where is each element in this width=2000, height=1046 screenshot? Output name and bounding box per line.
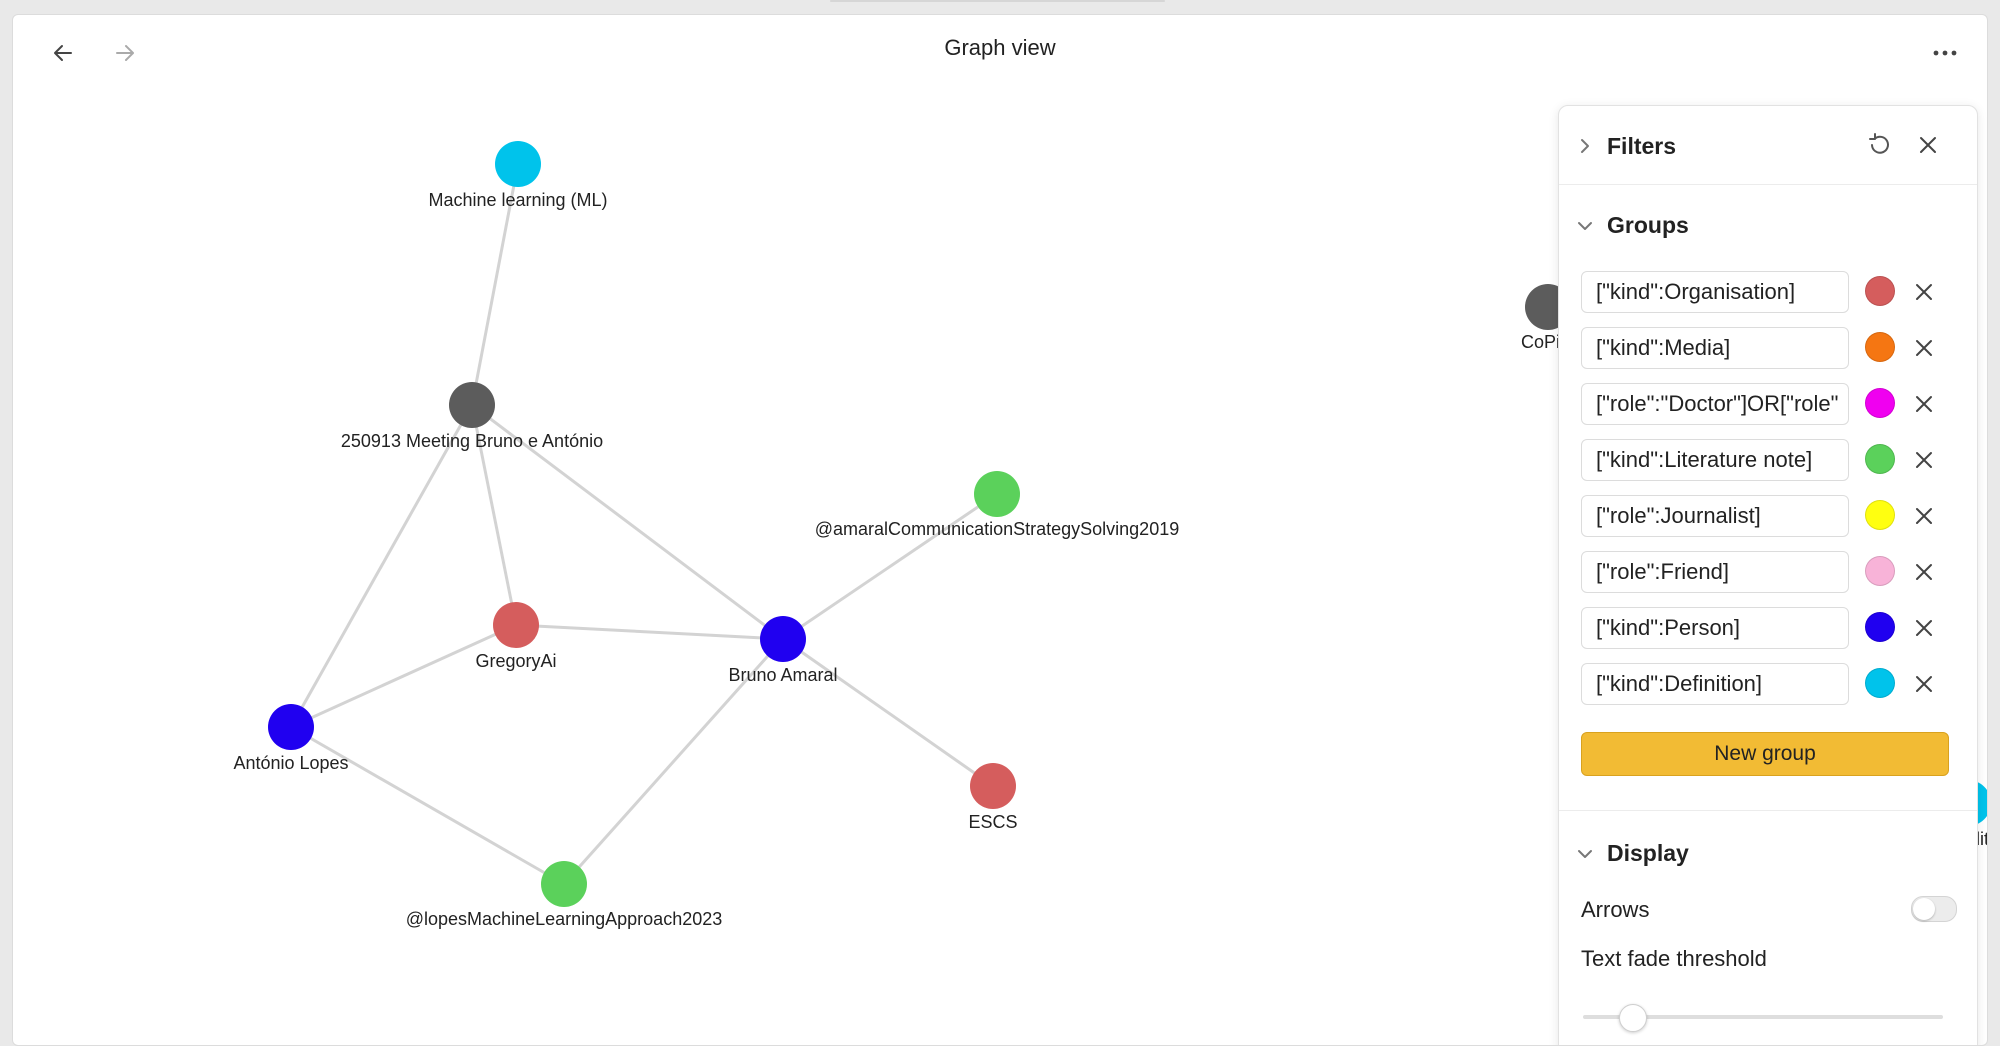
view-header: Graph view xyxy=(13,15,1987,85)
graph-edge xyxy=(290,623,517,729)
group-query-input[interactable]: ["kind":Organisation] xyxy=(1581,271,1849,313)
group-color-swatch[interactable] xyxy=(1865,500,1895,530)
close-filters-button[interactable] xyxy=(1911,128,1945,162)
text-fade-label: Text fade threshold xyxy=(1581,946,1767,971)
group-row: ["role":Journalist] xyxy=(1581,495,1957,539)
arrow-left-icon xyxy=(54,45,72,61)
chevron-down-icon[interactable] xyxy=(1575,216,1595,236)
graph-edge xyxy=(470,404,518,626)
graph-node-label: Bruno Amaral xyxy=(728,665,837,685)
group-query-input[interactable]: ["kind":Definition] xyxy=(1581,663,1849,705)
close-icon xyxy=(1916,340,1932,356)
graph-node-label: 250913 Meeting Bruno e António xyxy=(341,431,603,451)
group-query-input[interactable]: ["role":Friend] xyxy=(1581,551,1849,593)
remove-group-button[interactable] xyxy=(1907,275,1941,309)
text-fade-slider[interactable] xyxy=(1583,1015,1943,1019)
more-options-button[interactable] xyxy=(1925,33,1965,73)
group-row: ["kind":Definition] xyxy=(1581,663,1957,707)
reset-icon xyxy=(1869,133,1889,154)
reset-button[interactable] xyxy=(1863,128,1897,162)
graph-node-label: Machine learning (ML) xyxy=(428,190,607,210)
graph-edge xyxy=(290,725,565,886)
group-row: ["kind":Person] xyxy=(1581,607,1957,651)
graph-edge xyxy=(289,404,474,728)
graph-node-meeting[interactable] xyxy=(449,382,495,428)
group-color-swatch[interactable] xyxy=(1865,444,1895,474)
remove-group-button[interactable] xyxy=(1907,443,1941,477)
group-row: ["kind":Literature note] xyxy=(1581,439,1957,483)
close-icon xyxy=(1916,620,1932,636)
filters-header: Filters xyxy=(1559,106,1977,185)
group-query-input[interactable]: ["role":"Doctor"]OR["role" xyxy=(1581,383,1849,425)
section-divider xyxy=(1559,810,1977,811)
group-color-swatch[interactable] xyxy=(1865,388,1895,418)
graph-edge xyxy=(782,492,998,641)
close-icon xyxy=(1916,396,1932,412)
graph-node-gregory[interactable] xyxy=(493,602,539,648)
graph-edge xyxy=(515,623,784,641)
group-color-swatch[interactable] xyxy=(1865,556,1895,586)
group-color-swatch[interactable] xyxy=(1865,276,1895,306)
graph-node-escs[interactable] xyxy=(970,763,1016,809)
more-horizontal-icon xyxy=(1933,50,1957,56)
remove-group-button[interactable] xyxy=(1907,611,1941,645)
group-query-input[interactable]: ["role":Journalist] xyxy=(1581,495,1849,537)
group-query-input[interactable]: ["kind":Media] xyxy=(1581,327,1849,369)
chevron-down-icon[interactable] xyxy=(1575,844,1595,864)
display-title: Display xyxy=(1607,840,1689,866)
graph-node-label: CoPi xyxy=(1521,332,1560,352)
graph-node-ml[interactable] xyxy=(495,141,541,187)
graph-edge xyxy=(782,637,994,788)
chevron-right-icon[interactable] xyxy=(1575,136,1595,156)
remove-group-button[interactable] xyxy=(1907,667,1941,701)
close-icon xyxy=(1916,452,1932,468)
group-row: ["role":"Doctor"]OR["role" xyxy=(1581,383,1957,427)
group-row: ["role":Friend] xyxy=(1581,551,1957,595)
new-group-button[interactable]: New group xyxy=(1581,732,1949,776)
filters-title: Filters xyxy=(1607,133,1677,159)
graph-edge xyxy=(470,163,520,406)
graph-node-label: GregoryAi xyxy=(475,651,556,671)
graph-node-label: @amaralCommunicationStrategySolving2019 xyxy=(815,519,1179,539)
window-drag-handle[interactable] xyxy=(830,0,1165,2)
graph-view-window: Graph view Machine learning (ML) 250913 M… xyxy=(12,14,1988,1046)
close-icon xyxy=(1916,508,1932,524)
group-color-swatch[interactable] xyxy=(1865,332,1895,362)
group-query-input[interactable]: ["kind":Person] xyxy=(1581,607,1849,649)
graph-node-lopes2023[interactable] xyxy=(541,861,587,907)
back-button[interactable] xyxy=(43,33,83,73)
groups-title: Groups xyxy=(1607,212,1689,238)
graph-node-antonio[interactable] xyxy=(268,704,314,750)
graph-node-label: António Lopes xyxy=(233,753,348,773)
close-icon xyxy=(1916,284,1932,300)
graph-node-amaral2019[interactable] xyxy=(974,471,1020,517)
graph-canvas[interactable]: Machine learning (ML) 250913 Meeting Brun… xyxy=(13,15,1987,1045)
close-icon xyxy=(1916,564,1932,580)
text-fade-slider-thumb[interactable] xyxy=(1619,1004,1647,1032)
arrow-right-icon xyxy=(116,45,134,61)
toggle-knob xyxy=(1913,898,1935,920)
graph-node-label: ESCS xyxy=(968,812,1017,832)
forward-button[interactable] xyxy=(105,33,145,73)
close-icon xyxy=(1920,137,1936,153)
filters-panel: Filters Groups ["kind":Organisation] ["ki… xyxy=(1558,105,1978,1045)
group-row: ["kind":Media] xyxy=(1581,327,1957,371)
group-color-swatch[interactable] xyxy=(1865,668,1895,698)
close-icon xyxy=(1916,676,1932,692)
graph-edge xyxy=(471,403,784,641)
group-row: ["kind":Organisation] xyxy=(1581,271,1957,315)
page-title: Graph view xyxy=(944,35,1056,60)
remove-group-button[interactable] xyxy=(1907,331,1941,365)
group-color-swatch[interactable] xyxy=(1865,612,1895,642)
remove-group-button[interactable] xyxy=(1907,499,1941,533)
graph-node-bruno[interactable] xyxy=(760,616,806,662)
graph-edge xyxy=(562,638,785,885)
remove-group-button[interactable] xyxy=(1907,555,1941,589)
arrows-label: Arrows xyxy=(1581,897,1650,922)
graph-node-label: @lopesMachineLearningApproach2023 xyxy=(406,909,723,929)
remove-group-button[interactable] xyxy=(1907,387,1941,421)
group-query-input[interactable]: ["kind":Literature note] xyxy=(1581,439,1849,481)
arrows-toggle[interactable] xyxy=(1911,896,1957,922)
